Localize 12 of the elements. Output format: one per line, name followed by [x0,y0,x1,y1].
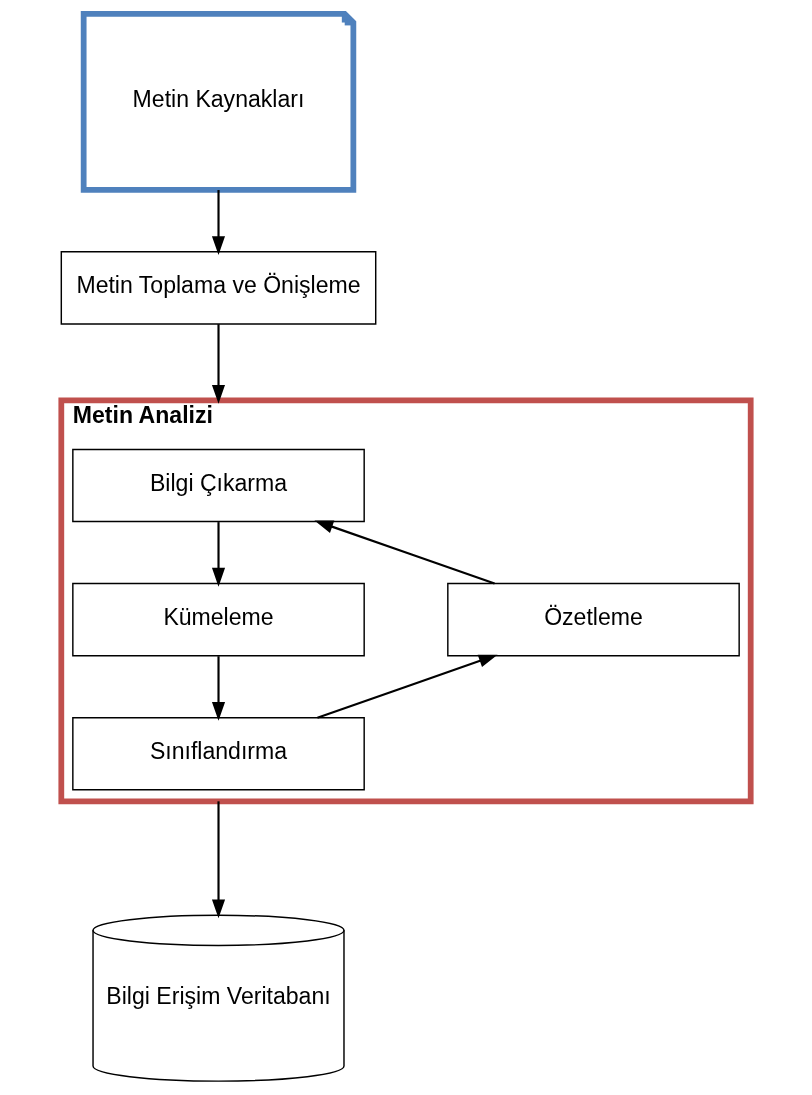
arrow [211,190,226,255]
arrow [211,656,226,721]
arrow [314,520,495,585]
node-box: Kümeleme [72,582,365,657]
node-box: Metin Toplama ve Önişleme [60,251,377,325]
arrow [211,801,226,919]
arrow [317,654,498,719]
node-box: Özetleme [447,582,740,657]
arrow [211,324,226,404]
node-box: Sınıflandırma [72,716,365,791]
arrow [211,522,226,587]
node-box: Bilgi Çıkarma [72,448,365,523]
